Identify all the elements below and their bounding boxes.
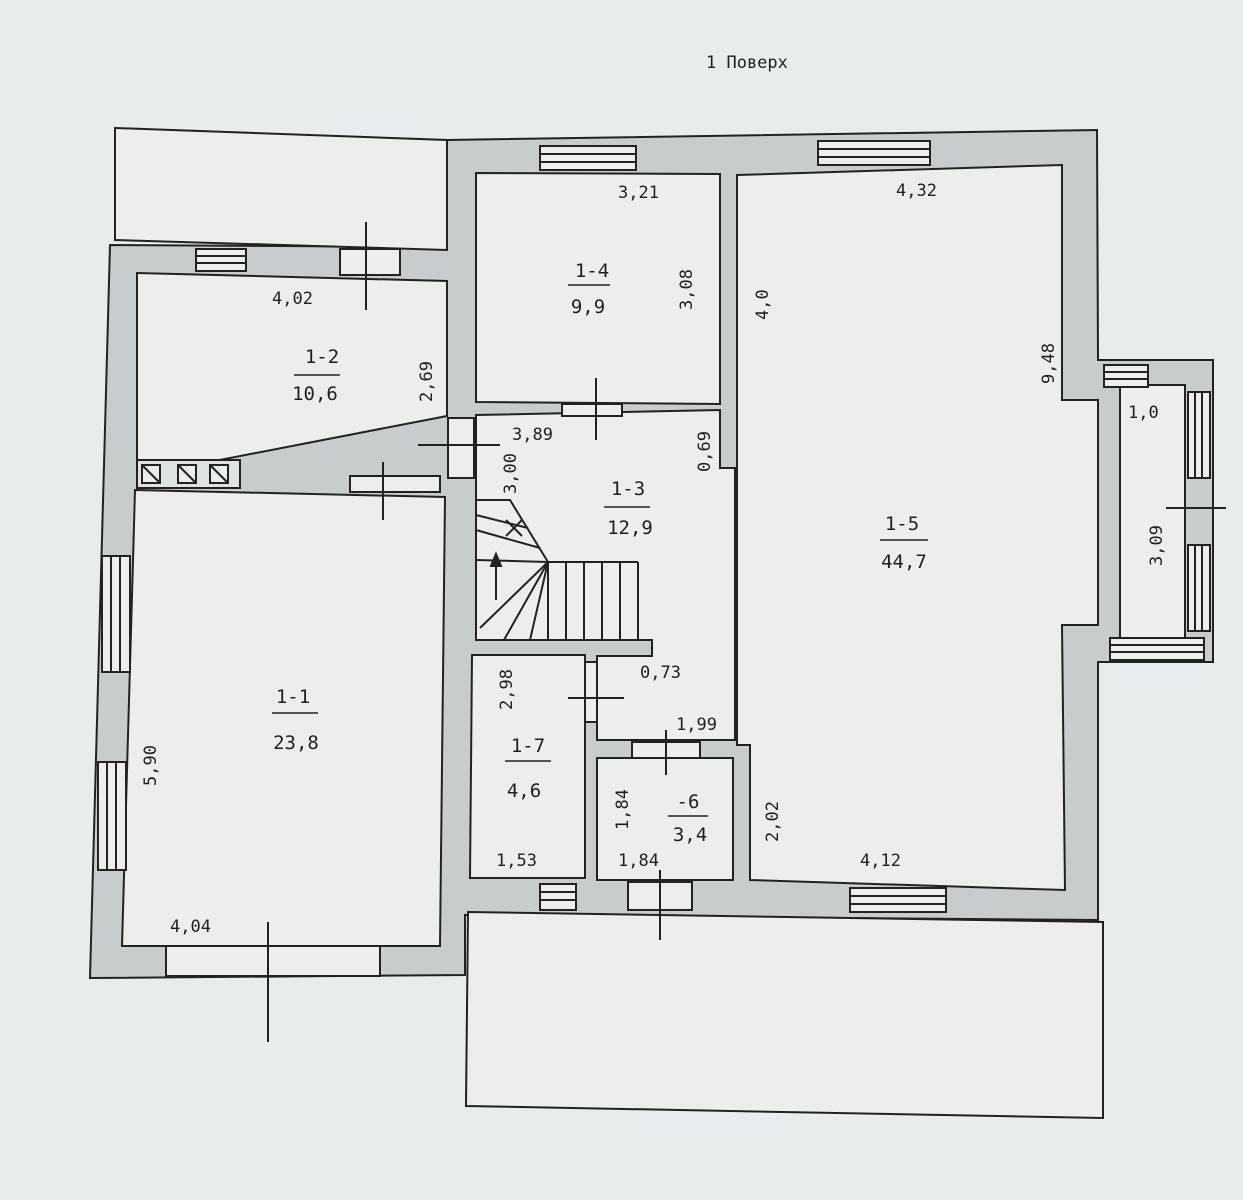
section-lines bbox=[267, 222, 1226, 1042]
rooms bbox=[120, 163, 1186, 947]
dim-label: 2,02 bbox=[763, 801, 783, 842]
window-bay-bottom bbox=[1109, 637, 1205, 661]
window-bay-right-1 bbox=[1187, 391, 1211, 479]
dim-label: 3,08 bbox=[677, 269, 697, 310]
window-bottom-1 bbox=[539, 883, 577, 911]
dim-label: 1,0 bbox=[1128, 403, 1159, 423]
room-1-4 bbox=[475, 171, 721, 406]
dim-label: 4,12 bbox=[860, 851, 901, 871]
room-area-4: 9,9 bbox=[571, 296, 605, 318]
chimney-vents bbox=[136, 459, 241, 489]
dim-label: 1,84 bbox=[613, 789, 633, 830]
dim-label: 2,98 bbox=[497, 669, 517, 710]
dim-label: 1,53 bbox=[496, 851, 537, 871]
dim-label: 4,02 bbox=[272, 289, 313, 309]
room-id-2: 1-2 bbox=[305, 346, 339, 368]
dim-label: 4,32 bbox=[896, 181, 937, 201]
room-id-1: 1-1 bbox=[276, 686, 310, 708]
windows bbox=[97, 140, 1211, 913]
window-bottom-2 bbox=[849, 887, 947, 913]
dim-label: 1,84 bbox=[618, 851, 659, 871]
dim-label: 3,21 bbox=[618, 183, 659, 203]
room-id-7: 1-7 bbox=[511, 735, 545, 757]
room-id-4: 1-4 bbox=[575, 260, 609, 282]
room-id-6: -6 bbox=[677, 791, 700, 813]
window-bay-top bbox=[1103, 364, 1149, 388]
bay-window-area bbox=[1119, 384, 1186, 641]
dim-label: 9,48 bbox=[1039, 343, 1059, 384]
room-area-7: 4,6 bbox=[507, 780, 541, 802]
staircase bbox=[475, 499, 639, 641]
room-1-1 bbox=[120, 488, 447, 947]
dim-label: 1,99 bbox=[676, 715, 717, 735]
dim-label: 3,09 bbox=[1147, 525, 1167, 566]
room-1-7 bbox=[468, 654, 586, 879]
room-1-2 bbox=[136, 271, 448, 478]
page-title: 1 Поверх bbox=[706, 53, 788, 73]
room-area-5: 44,7 bbox=[881, 551, 927, 573]
room-area-2: 10,6 bbox=[292, 383, 338, 405]
room-id-5: 1-5 bbox=[885, 513, 919, 535]
dim-label: 3,00 bbox=[501, 453, 521, 494]
dim-label: 0,73 bbox=[640, 663, 681, 683]
window-bay-right-2 bbox=[1187, 544, 1211, 632]
dim-label: 4,0 bbox=[753, 289, 773, 320]
room-area-3: 12,9 bbox=[607, 517, 653, 539]
room-area-1: 23,8 bbox=[273, 732, 319, 754]
terraces bbox=[114, 126, 1104, 1120]
terrace-bottom bbox=[464, 910, 1104, 1120]
dim-label: 0,69 bbox=[695, 431, 715, 472]
room-1-3 bbox=[475, 408, 736, 741]
room-labels: 1-1 23,8 1-2 10,6 1-3 12,9 1-4 9,9 1-5 4… bbox=[272, 260, 928, 846]
room-id-3: 1-3 bbox=[611, 478, 645, 500]
window-left-1 bbox=[101, 555, 131, 673]
window-top-1 bbox=[539, 145, 637, 171]
window-room2 bbox=[195, 248, 247, 272]
window-left-2 bbox=[97, 761, 127, 871]
dim-label: 2,69 bbox=[417, 361, 437, 402]
window-top-2 bbox=[817, 140, 931, 166]
dim-label: 5,90 bbox=[141, 745, 161, 786]
terrace-top-left bbox=[114, 126, 448, 252]
room-1-5 bbox=[736, 163, 1099, 892]
dim-label: 3,89 bbox=[512, 425, 553, 445]
dim-label: 4,04 bbox=[170, 917, 211, 937]
dimension-labels: 4,02 2,69 3,21 3,08 4,32 4,0 9,48 1,0 3,… bbox=[141, 181, 1167, 937]
room-area-6: 3,4 bbox=[673, 824, 707, 846]
